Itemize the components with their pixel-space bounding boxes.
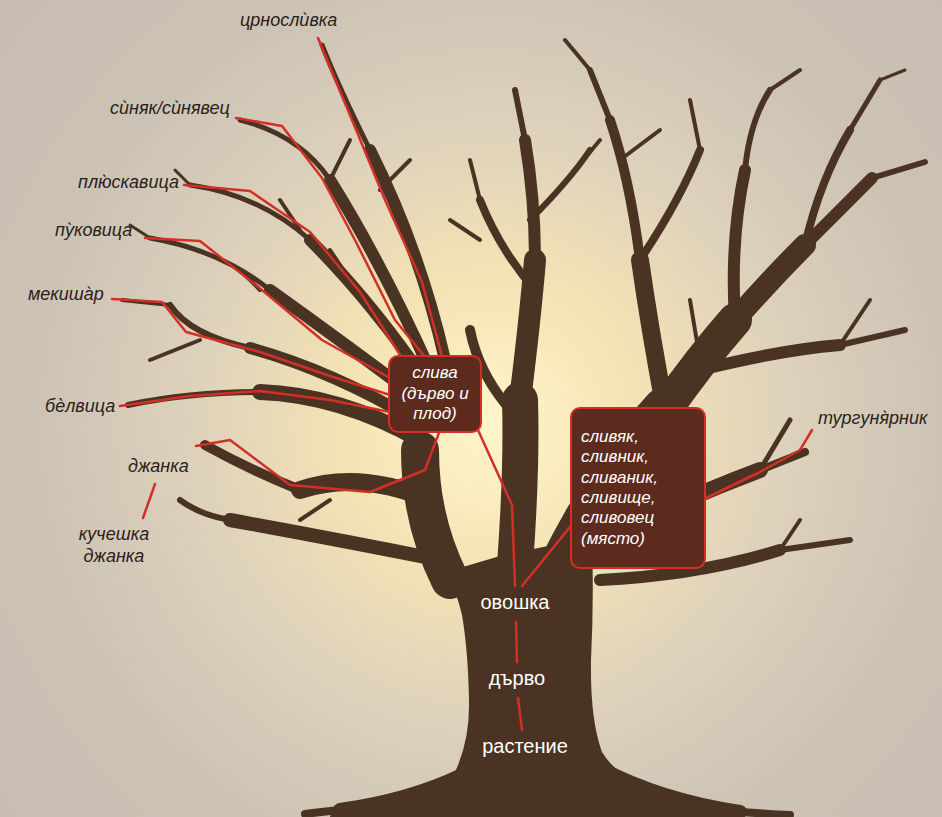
- branch-label: сѝняк/сѝнявец: [110, 98, 230, 120]
- trace-line: [145, 238, 390, 378]
- branch-label: мекиша̀р: [28, 284, 104, 306]
- label-text: джанка: [128, 456, 189, 476]
- trace-line: [516, 622, 517, 662]
- branch: [250, 140, 872, 580]
- trace-line: [143, 484, 155, 518]
- label-text: овошка: [480, 591, 549, 613]
- trace-line: [236, 118, 425, 357]
- label-text: кучешка джанка: [79, 524, 149, 566]
- twig: [122, 40, 870, 550]
- branch-label: бѐлвица: [45, 396, 115, 418]
- label-text: мекиша̀р: [28, 284, 104, 304]
- label-text: тургуня̀рник: [818, 408, 927, 428]
- trace-line: [112, 299, 390, 395]
- label-text: пу̀ковица: [55, 220, 132, 240]
- trunk-label: овошка: [480, 590, 549, 614]
- branch-label: кучешка джанка: [58, 524, 170, 567]
- label-text: сѝняк/сѝнявец: [110, 98, 230, 118]
- trunk-label: дърво: [489, 666, 545, 690]
- branch-label: джанка: [128, 456, 189, 478]
- box-text: слива (дърво и плод): [399, 363, 471, 424]
- label-text: црнослѝвка: [240, 10, 337, 30]
- label-text: бѐлвица: [45, 396, 115, 416]
- trace-line: [196, 430, 440, 492]
- trace-line: [522, 522, 574, 586]
- label-text: растение: [482, 735, 568, 757]
- trace-line: [318, 38, 442, 356]
- tree: [112, 38, 925, 817]
- root: [305, 810, 790, 815]
- trace-line: [478, 430, 515, 586]
- box-text: сливяк, сливник, сливаник, сливище, слив…: [581, 427, 695, 549]
- label-box: сливяк, сливник, сливаник, сливище, слив…: [570, 407, 706, 569]
- trace-line: [518, 698, 522, 730]
- branch-label: црнослѝвка: [240, 10, 337, 32]
- root: [340, 768, 740, 812]
- trace-line: [120, 391, 390, 412]
- label-box: слива (дърво и плод): [388, 355, 482, 433]
- label-text: дърво: [489, 667, 545, 689]
- branch-label: пу̀ковица: [55, 220, 132, 242]
- label-text: плю̀скавица: [78, 172, 179, 192]
- branch-label: тургуня̀рник: [818, 408, 927, 430]
- twig: [130, 70, 905, 238]
- trace-line: [702, 430, 812, 500]
- branch: [128, 70, 925, 550]
- branch: [230, 520, 440, 560]
- trunk-label: растение: [482, 734, 568, 758]
- branch: [150, 45, 880, 470]
- trace-line: [184, 185, 402, 358]
- trunk: [330, 540, 745, 817]
- branch-label: плю̀скавица: [78, 172, 179, 194]
